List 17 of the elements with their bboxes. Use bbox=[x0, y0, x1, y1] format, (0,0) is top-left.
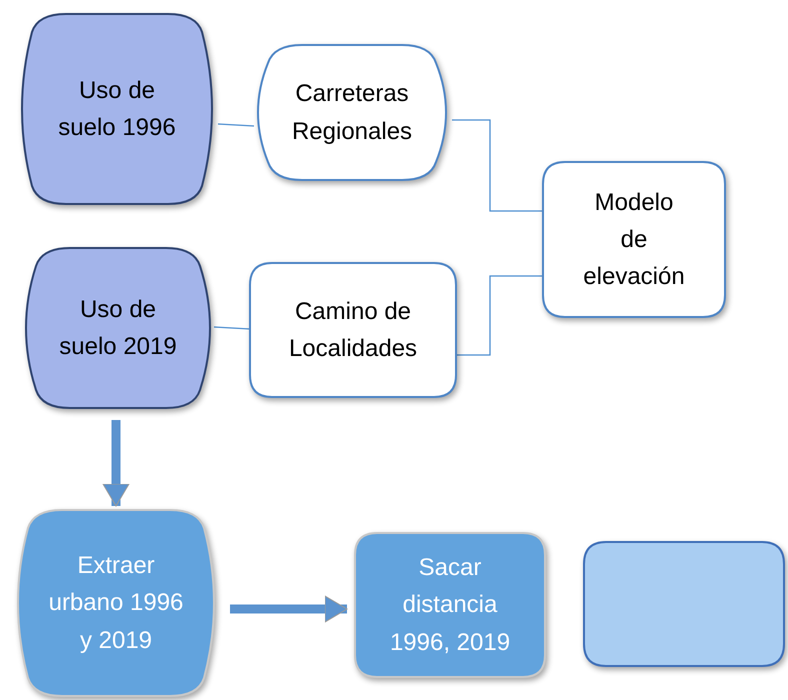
connector-line bbox=[218, 123, 254, 127]
node-text: Modelo de elevación bbox=[583, 188, 685, 292]
node-text: Uso de suelo 2019 bbox=[58, 294, 178, 362]
connector-line bbox=[452, 119, 543, 212]
connector-line bbox=[214, 326, 250, 330]
process-box bbox=[584, 542, 784, 666]
node-text: Uso de suelo 1996 bbox=[57, 76, 177, 143]
connector-line bbox=[456, 275, 543, 356]
process-box bbox=[355, 533, 545, 677]
process-box bbox=[543, 162, 725, 317]
block-arrow bbox=[230, 596, 348, 622]
process-box bbox=[250, 263, 456, 397]
block-arrow bbox=[102, 420, 130, 506]
node-text: Carreteras Regionales bbox=[290, 79, 414, 146]
node-text: Camino de Localidades bbox=[288, 296, 418, 364]
node-text: Extraer urbano 1996 y 2019 bbox=[48, 551, 184, 656]
node-text: Sacar distancia 1996, 2019 bbox=[388, 553, 512, 658]
